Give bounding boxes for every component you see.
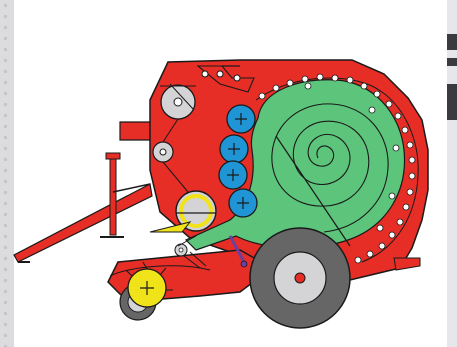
main-wheel [250,228,350,328]
middle-pulley [153,142,173,162]
roller [229,189,257,217]
roller [220,135,248,163]
drawbar [14,122,152,262]
roller [227,105,255,133]
small-pulley [175,244,187,256]
roller [219,161,247,189]
